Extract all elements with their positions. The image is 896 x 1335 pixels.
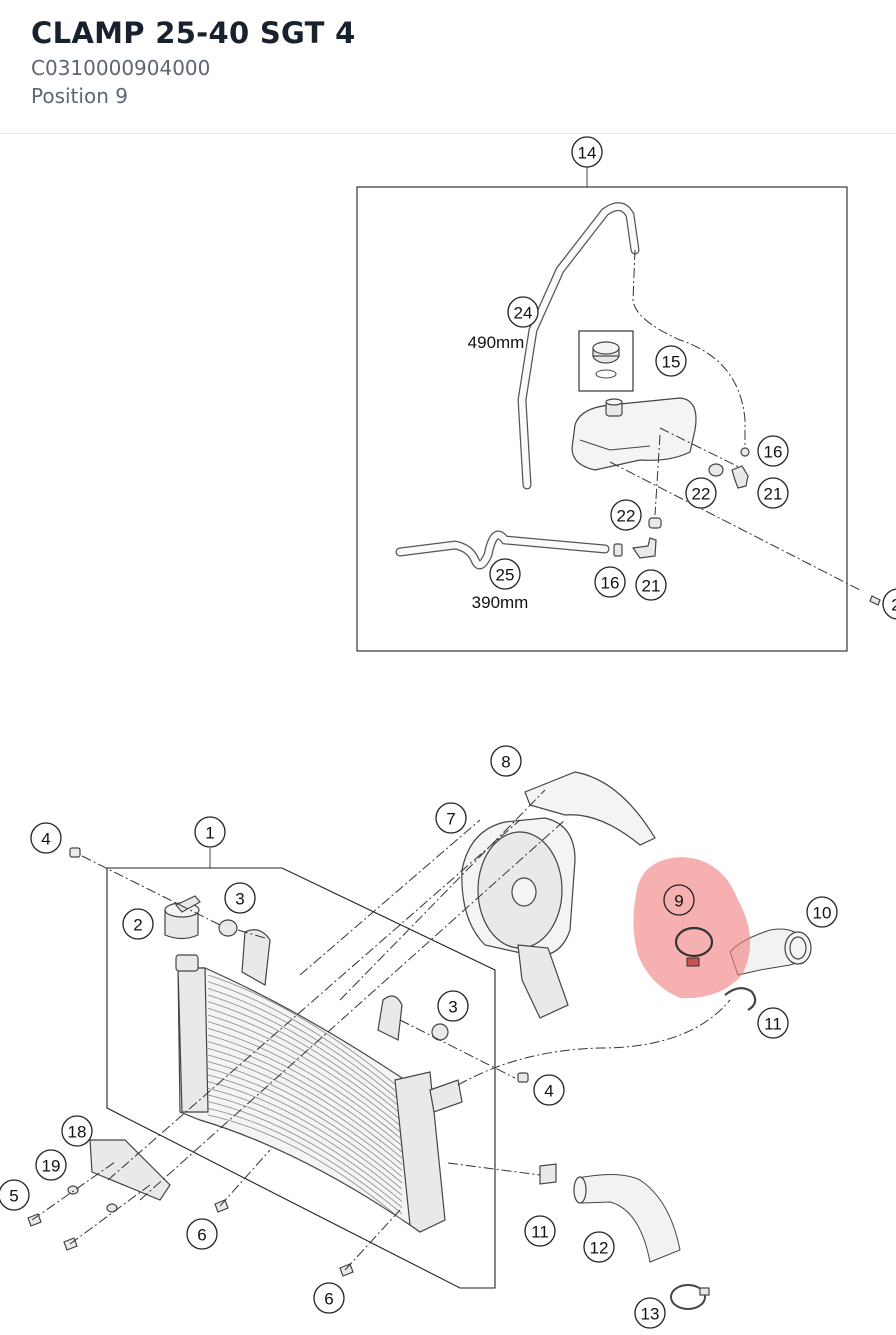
radiator-illustration <box>89 929 463 1233</box>
fan-assembly-illustration <box>461 817 576 1019</box>
callout-13[interactable]: 13 <box>634 1297 666 1329</box>
clamp-13-illustration <box>670 1284 710 1310</box>
svg-text:10: 10 <box>813 904 832 923</box>
svg-text:16: 16 <box>601 574 620 593</box>
callout-16a[interactable]: 16 <box>757 435 789 467</box>
clamp-11b-illustration <box>539 1163 557 1185</box>
callout-25[interactable]: 25 <box>489 558 521 590</box>
clamp-11a-illustration <box>724 987 757 1011</box>
svg-text:15: 15 <box>662 353 681 372</box>
callout-8[interactable]: 8 <box>490 745 522 777</box>
elbow-21b-illustration <box>631 537 657 559</box>
position-label: Position 9 <box>31 84 128 108</box>
clip-16b-illustration <box>613 543 623 557</box>
callout-2[interactable]: 2 <box>122 908 154 940</box>
callout-24[interactable]: 24 <box>507 296 539 328</box>
callout-18[interactable]: 18 <box>61 1115 93 1147</box>
callout-5[interactable]: 5 <box>0 1179 30 1211</box>
svg-text:24: 24 <box>514 304 533 323</box>
exploded-parts-diagram: 490mm 390mm 14 24 15 16 21 22 22 16 21 2… <box>0 136 896 1329</box>
svg-text:21: 21 <box>642 577 661 596</box>
callout-21b[interactable]: 21 <box>635 569 667 601</box>
washer-22b-illustration <box>648 517 662 529</box>
washer-19a-illustration <box>67 1185 79 1195</box>
part-number: C0310000904000 <box>31 56 211 80</box>
svg-text:3: 3 <box>448 998 457 1017</box>
callout-21a[interactable]: 21 <box>757 477 789 509</box>
callout-14[interactable]: 14 <box>571 136 603 168</box>
svg-text:6: 6 <box>324 1290 333 1309</box>
svg-text:1: 1 <box>205 824 214 843</box>
svg-text:2: 2 <box>133 916 142 935</box>
svg-text:4: 4 <box>41 830 50 849</box>
callout-1[interactable]: 1 <box>194 816 226 848</box>
radiator-cap-2-illustration <box>164 895 201 940</box>
elbow-21a-illustration <box>731 465 749 489</box>
svg-text:14: 14 <box>578 144 597 163</box>
radiator-group <box>27 771 812 1310</box>
svg-text:7: 7 <box>446 810 455 829</box>
clamp-9-illustration <box>674 926 714 967</box>
callout-4a[interactable]: 4 <box>30 822 62 854</box>
callout-9[interactable]: 9 <box>663 884 695 916</box>
svg-text:13: 13 <box>641 1305 660 1324</box>
bracket-8-illustration <box>524 771 656 846</box>
bolt-4a-illustration <box>69 847 81 858</box>
svg-text:11: 11 <box>531 1223 549 1242</box>
callout-16b[interactable]: 16 <box>594 566 626 598</box>
svg-text:25: 25 <box>496 566 515 585</box>
hose-25-length: 390mm <box>472 593 529 612</box>
callout-15[interactable]: 15 <box>655 345 687 377</box>
expansion-tank-group <box>356 167 881 652</box>
callout-19[interactable]: 19 <box>35 1149 67 1181</box>
callout-12[interactable]: 12 <box>583 1231 615 1263</box>
washer-22a-illustration <box>708 463 724 477</box>
callout-6b[interactable]: 6 <box>313 1282 345 1314</box>
svg-text:21: 21 <box>764 485 783 504</box>
svg-text:6: 6 <box>197 1226 206 1245</box>
hose-12-illustration <box>577 1173 681 1263</box>
filler-cap-15-illustration <box>592 341 620 379</box>
bolt-4b-illustration <box>517 1072 529 1083</box>
hose-24-length: 490mm <box>468 333 525 352</box>
svg-text:18: 18 <box>68 1123 87 1142</box>
cap-15-box <box>578 330 634 392</box>
part-title: CLAMP 25-40 SGT 4 <box>31 16 356 50</box>
svg-text:9: 9 <box>674 892 683 911</box>
svg-text:8: 8 <box>501 753 510 772</box>
group-frame-14 <box>356 186 848 652</box>
callout-3b[interactable]: 3 <box>437 990 469 1022</box>
svg-text:4: 4 <box>544 1082 553 1101</box>
callout-7[interactable]: 7 <box>435 802 467 834</box>
svg-text:11: 11 <box>764 1015 782 1034</box>
callout-11b[interactable]: 11 <box>524 1215 556 1247</box>
callout-22b[interactable]: 22 <box>610 499 642 531</box>
svg-text:22: 22 <box>617 507 636 526</box>
screw-6a-illustration <box>214 1199 229 1213</box>
washer-19b-illustration <box>106 1203 118 1213</box>
expansion-tank-illustration <box>571 397 697 471</box>
svg-text:2: 2 <box>891 596 896 615</box>
screw-6b-illustration <box>339 1263 354 1277</box>
group-frame-1 <box>106 867 496 1289</box>
washer-3a-illustration <box>218 919 238 937</box>
svg-text:5: 5 <box>9 1187 18 1206</box>
callout-22a[interactable]: 22 <box>685 477 717 509</box>
svg-text:3: 3 <box>235 890 244 909</box>
svg-text:16: 16 <box>764 443 783 462</box>
page-header: CLAMP 25-40 SGT 4 C0310000904000 Positio… <box>0 0 896 134</box>
svg-text:12: 12 <box>590 1239 609 1258</box>
screw-5-illustration <box>27 1213 42 1227</box>
callout-4b[interactable]: 4 <box>533 1074 565 1106</box>
callout-3a[interactable]: 3 <box>224 882 256 914</box>
clip-16a-illustration <box>740 447 750 457</box>
callout-2-edge[interactable]: 2 <box>882 588 896 620</box>
callout-11a[interactable]: 11 <box>757 1007 789 1039</box>
svg-text:22: 22 <box>692 485 711 504</box>
callout-6a[interactable]: 6 <box>186 1218 218 1250</box>
svg-text:19: 19 <box>42 1157 61 1176</box>
callout-10[interactable]: 10 <box>806 896 838 928</box>
